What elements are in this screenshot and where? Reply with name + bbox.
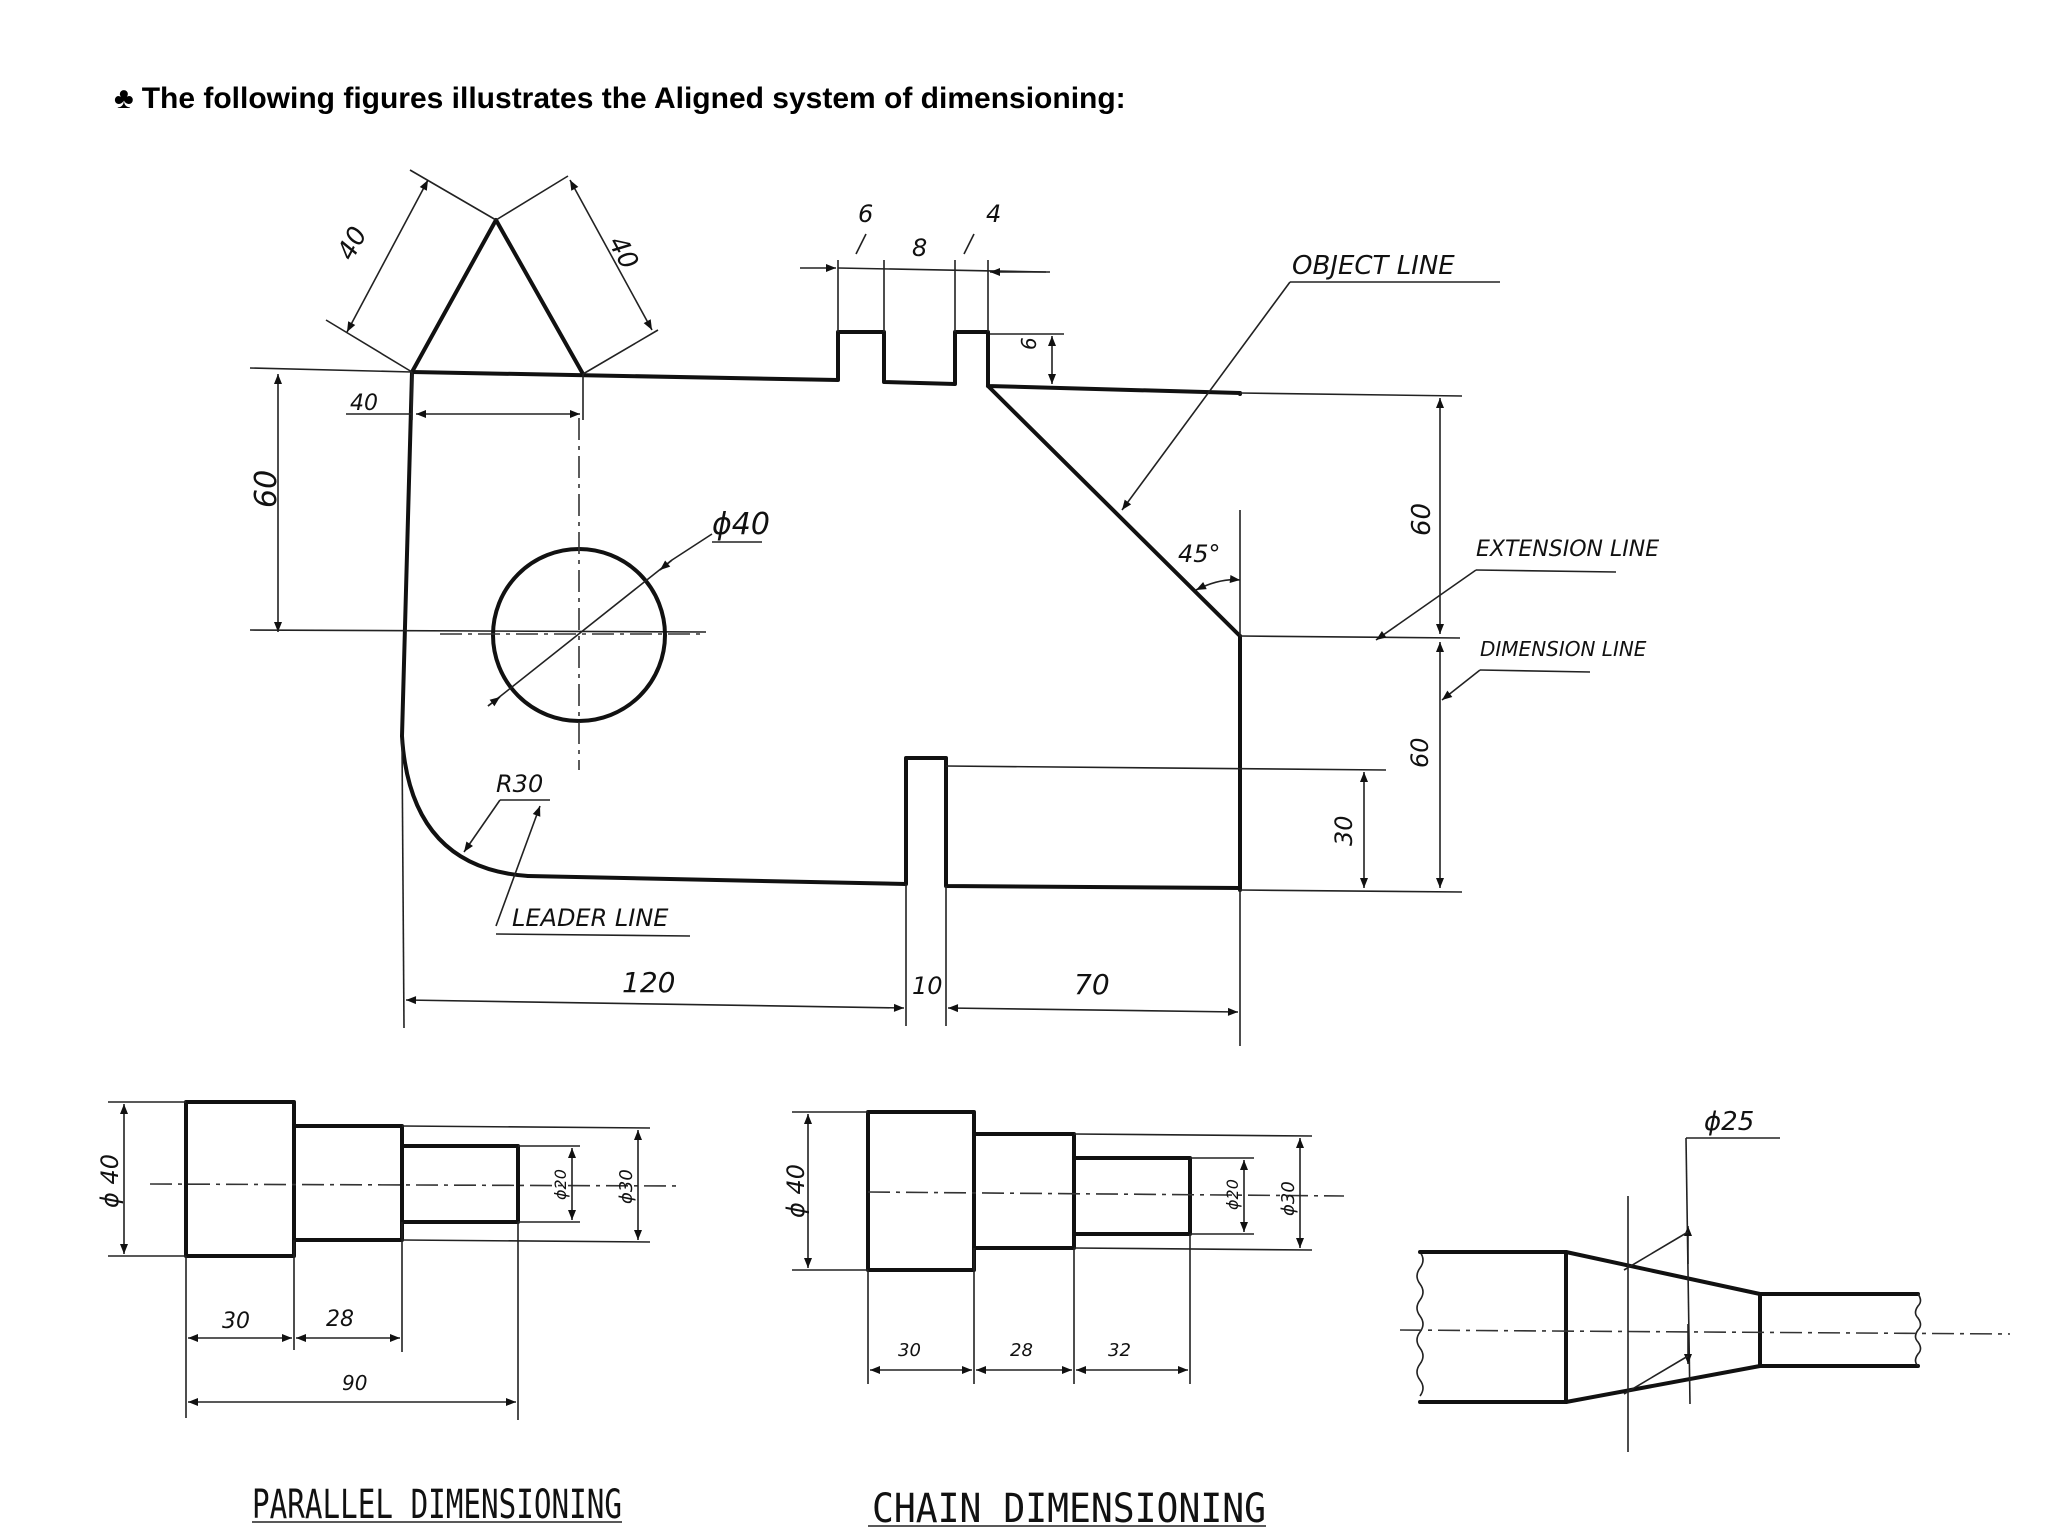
label-object-line: OBJECT LINE xyxy=(1292,251,1455,281)
label-dimension-line: DIMENSION LINE xyxy=(1480,637,1647,661)
chain-dim-d30: ϕ30 xyxy=(1278,1181,1299,1216)
chain-dim-d40: ϕ 40 xyxy=(782,1164,810,1218)
label-extension-line: EXTENSION LINE xyxy=(1476,537,1659,562)
par-dim-d20: ϕ20 xyxy=(551,1169,570,1200)
chain-dim-d20: ϕ20 xyxy=(1223,1179,1242,1210)
dim-right-top: 60 xyxy=(1407,503,1437,536)
heading-text: The following figures illustrates the Al… xyxy=(141,82,1126,115)
dim-notch-height: 30 xyxy=(1330,815,1358,846)
dim-bottom-right: 70 xyxy=(1074,968,1110,1001)
chain-dim-l32: 32 xyxy=(1108,1340,1131,1361)
triangle-dims: 40 40 40 xyxy=(325,169,659,420)
dim-right-bottom: 60 xyxy=(1406,737,1434,768)
club-bullet-icon: ♣ xyxy=(114,82,134,115)
slot-dims: 6 8 4 6 xyxy=(800,200,1064,384)
bottom-dims: 120 10 70 xyxy=(401,739,1241,1046)
dim-triangle-base: 40 xyxy=(350,391,378,416)
dimension-line-callout: DIMENSION LINE xyxy=(1441,637,1647,701)
par-dim-l28: 28 xyxy=(326,1307,354,1332)
notch-dim: 30 xyxy=(945,765,1387,888)
taper-drawing: ϕ25 xyxy=(1399,1107,2011,1452)
dim-triangle-left: 40 xyxy=(332,222,374,265)
dim-bottom-left: 120 xyxy=(622,966,675,999)
dim-fillet: R30 xyxy=(496,770,543,798)
fillet-callout: R30 LEADER LINE xyxy=(463,770,691,937)
chain-dim-l30: 30 xyxy=(898,1340,921,1361)
par-dim-l90: 90 xyxy=(342,1371,367,1395)
dim-slot-mid: 8 xyxy=(912,234,927,262)
dim-angle: 45° xyxy=(1178,540,1221,568)
hole: ϕ40 xyxy=(440,418,770,770)
object-line-callout: OBJECT LINE xyxy=(1121,251,1500,511)
dim-slot-left: 6 xyxy=(858,200,873,228)
par-dim-d40: ϕ 40 xyxy=(96,1154,124,1208)
par-dim-l30: 30 xyxy=(222,1309,250,1334)
left-height-dim: 60 xyxy=(249,374,707,633)
dim-slot-depth: 6 xyxy=(1017,337,1041,350)
dim-slot-right: 4 xyxy=(986,200,1001,228)
extension-line-callout: EXTENSION LINE xyxy=(1375,537,1659,641)
label-leader-line: LEADER LINE xyxy=(512,904,669,932)
par-dim-d30: ϕ30 xyxy=(616,1169,637,1204)
dim-hole-diameter: ϕ40 xyxy=(712,507,770,542)
dim-bottom-mid: 10 xyxy=(912,972,943,1000)
dim-left-height: 60 xyxy=(249,470,284,508)
parallel-drawing: ϕ 40 ϕ20 ϕ30 30 28 90 PARALLEL DIMENSION… xyxy=(96,1100,681,1528)
caption-chain: CHAIN DIMENSIONING xyxy=(872,1486,1266,1532)
chain-dim-l28: 28 xyxy=(1010,1340,1033,1361)
angle-dim: 45° xyxy=(1178,510,1241,636)
main-drawing: 40 40 40 60 ϕ40 xyxy=(249,169,1659,1046)
dim-triangle-right: 40 xyxy=(602,231,644,274)
page-heading: ♣The following figures illustrates the A… xyxy=(114,82,1126,116)
caption-parallel: PARALLEL DIMENSIONING xyxy=(252,1482,622,1528)
taper-dim-d25: ϕ25 xyxy=(1704,1107,1754,1137)
chain-drawing: ϕ 40 ϕ20 ϕ30 30 28 32 CHAIN DIMENSIONING xyxy=(782,1110,1345,1532)
right-height-dims: 60 60 xyxy=(1239,398,1463,893)
